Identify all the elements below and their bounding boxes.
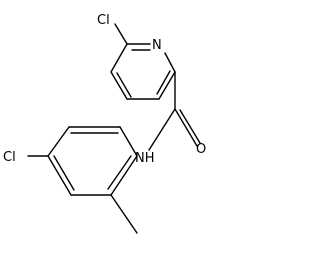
bond [107,155,132,190]
bond [53,155,75,191]
bond [164,52,176,73]
bond [47,155,72,196]
bond [110,43,128,73]
bond [174,108,198,147]
methyl-bond [110,194,138,234]
bond [158,71,176,100]
pyridine-ring [110,43,176,100]
bond [119,126,138,157]
bond [114,23,128,45]
chemical-structure: Cl N O NH Cl [3,13,206,234]
bond [156,70,171,95]
bond [179,109,201,144]
amide-linkage [148,71,201,151]
bond [110,71,128,100]
bond [110,155,138,196]
bond [116,72,132,98]
chlorine-atom-label: Cl [3,150,16,165]
bond [47,126,70,157]
amide-nh-label: NH [135,151,155,166]
oxygen-atom-label: O [196,142,206,157]
bond [148,108,176,151]
chlorotolyl-ring [47,126,138,196]
chlorine-atom-label: Cl [97,13,110,28]
nitrogen-atom-label: N [152,38,162,53]
